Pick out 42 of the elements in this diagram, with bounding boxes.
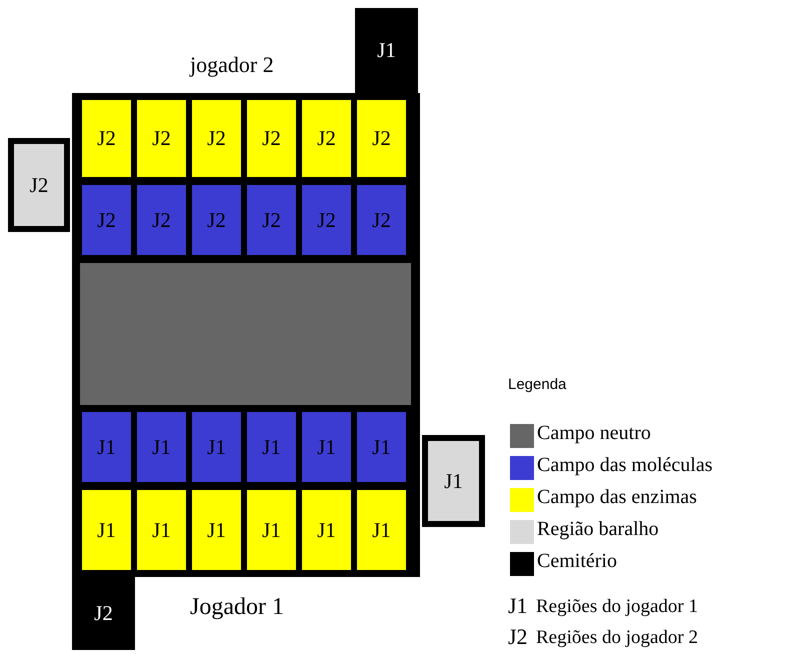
player-label: jogador 2 xyxy=(190,52,274,78)
deck-zone: J1 xyxy=(422,435,485,527)
molecule-card-slot: J1 xyxy=(302,412,351,482)
enzyme-card-slot: J2 xyxy=(302,100,351,177)
enzyme-card-slot: J1 xyxy=(137,490,186,570)
molecule-card-slot: J1 xyxy=(192,412,241,482)
enzyme-card-slot: J1 xyxy=(82,490,131,570)
game-board xyxy=(72,93,420,577)
legend-text: Campo das moléculas xyxy=(537,454,713,477)
legend-symbol: J1 xyxy=(508,593,528,619)
legend-text: Regiões do jogador 2 xyxy=(536,627,698,649)
graveyard-zone: J1 xyxy=(355,8,418,93)
molecule-card-slot: J1 xyxy=(247,412,296,482)
legend-title: Legenda xyxy=(508,376,566,393)
legend-symbol: J2 xyxy=(508,624,528,650)
legend-text: Campo neutro xyxy=(537,422,651,445)
enzyme-card-slot: J1 xyxy=(357,490,406,570)
enzyme-card-slot: J2 xyxy=(192,100,241,177)
legend-text: Região baralho xyxy=(537,518,659,541)
molecule-card-slot: J2 xyxy=(192,185,241,255)
enzyme-card-slot: J1 xyxy=(302,490,351,570)
graveyard-zone: J2 xyxy=(72,577,135,650)
enzyme-card-slot: J2 xyxy=(137,100,186,177)
enzyme-card-slot: J1 xyxy=(247,490,296,570)
molecule-card-slot: J1 xyxy=(82,412,131,482)
enzyme-card-slot: J1 xyxy=(192,490,241,570)
player-label: Jogador 1 xyxy=(190,594,284,621)
molecule-card-slot: J2 xyxy=(357,185,406,255)
enzyme-card-slot: J2 xyxy=(82,100,131,177)
molecule-card-slot: J2 xyxy=(137,185,186,255)
legend-text: Regiões do jogador 1 xyxy=(536,596,698,618)
molecule-card-slot: J2 xyxy=(302,185,351,255)
legend-text: Cemitério xyxy=(537,550,617,573)
enzyme-card-slot: J2 xyxy=(357,100,406,177)
legend-text: Campo das enzimas xyxy=(537,486,697,509)
molecule-card-slot: J1 xyxy=(137,412,186,482)
molecule-card-slot: J2 xyxy=(247,185,296,255)
neutral-field xyxy=(80,263,411,405)
enzyme-card-slot: J2 xyxy=(247,100,296,177)
deck-zone: J2 xyxy=(8,138,70,232)
molecule-card-slot: J2 xyxy=(82,185,131,255)
molecule-card-slot: J1 xyxy=(357,412,406,482)
